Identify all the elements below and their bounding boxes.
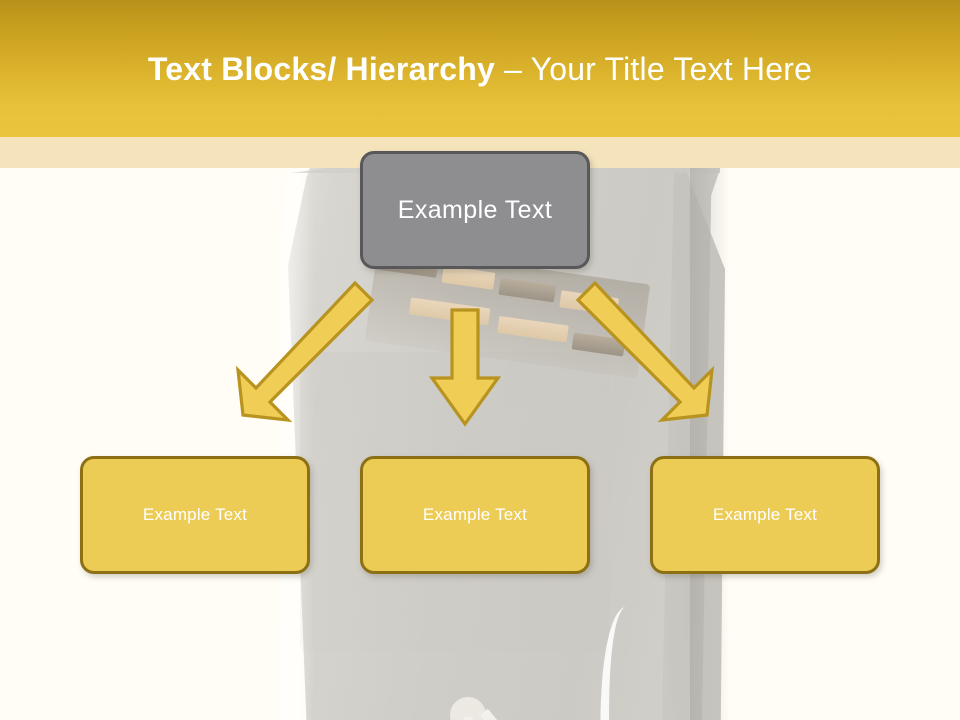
computer-tower-left-bevel xyxy=(278,137,314,720)
hierarchy-child-box-right[interactable]: Example Text xyxy=(650,456,880,574)
hierarchy-child-box-left[interactable]: Example Text xyxy=(80,456,310,574)
page-title: Text Blocks/ Hierarchy – Your Title Text… xyxy=(0,49,960,89)
tower-right-shadow xyxy=(690,137,730,720)
screw-head xyxy=(450,697,486,720)
hierarchy-root-box[interactable]: Example Text xyxy=(360,151,590,269)
page-title-light: – Your Title Text Here xyxy=(504,51,813,87)
screwdriver-shaft xyxy=(464,717,473,720)
hierarchy-child-box-center[interactable]: Example Text xyxy=(360,456,590,574)
title-band xyxy=(0,0,960,137)
page-title-strong: Text Blocks/ Hierarchy xyxy=(147,51,505,87)
